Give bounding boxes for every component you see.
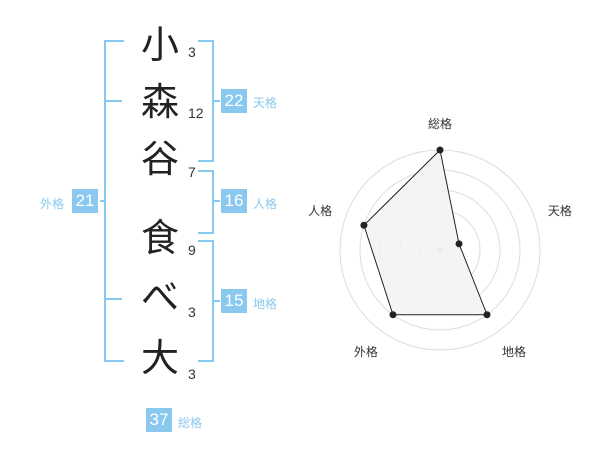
radar-point-5	[360, 221, 368, 229]
stroke-count-3: 7	[188, 164, 196, 180]
stroke-count-6: 3	[188, 366, 196, 382]
name-char-5: べ	[140, 275, 179, 319]
radar-axis-label: 総格	[428, 116, 452, 131]
name-char-3: 谷	[140, 137, 179, 181]
radar-axis-label: 天格	[548, 203, 572, 218]
radar-point-1	[436, 146, 444, 154]
bracket-connector	[212, 200, 220, 202]
name-char-4: 食	[140, 216, 179, 260]
name-char-6: 大	[140, 336, 179, 380]
bracket-connector	[212, 300, 220, 302]
radar-axis-label: 地格	[502, 344, 526, 359]
stroke-count-5: 3	[188, 304, 196, 320]
radar-point-4	[389, 311, 397, 319]
bracket-tick	[104, 298, 122, 300]
chikaku-label: 地格	[253, 297, 278, 311]
jinkaku-label: 人格	[253, 197, 278, 211]
name-char-1: 小	[140, 23, 179, 67]
soukaku-value: 37	[146, 408, 172, 432]
tenkaku-label: 天格	[253, 96, 278, 110]
stroke-count-1: 3	[188, 44, 196, 60]
tenkaku-value: 22	[221, 89, 247, 113]
name-char-2: 森	[140, 80, 179, 124]
radar-point-2	[455, 240, 463, 248]
chikaku-value: 15	[221, 289, 247, 313]
gaikaku-value: 21	[72, 189, 98, 213]
radar-point-3	[483, 311, 491, 319]
bracket-connector	[212, 100, 220, 102]
radar-axis-label: 人格	[308, 203, 332, 218]
stroke-count-4: 9	[188, 242, 196, 258]
bracket-connector	[100, 200, 106, 202]
jinkaku-value: 16	[221, 189, 247, 213]
bracket-tick	[104, 100, 122, 102]
stroke-count-2: 12	[188, 105, 204, 121]
gaikaku-label: 外格	[40, 197, 65, 211]
radar-axis-label: 外格	[354, 344, 378, 359]
soukaku-label: 総格	[178, 416, 203, 430]
jinkaku-bracket	[198, 170, 214, 234]
radar-polygon	[363, 148, 488, 316]
